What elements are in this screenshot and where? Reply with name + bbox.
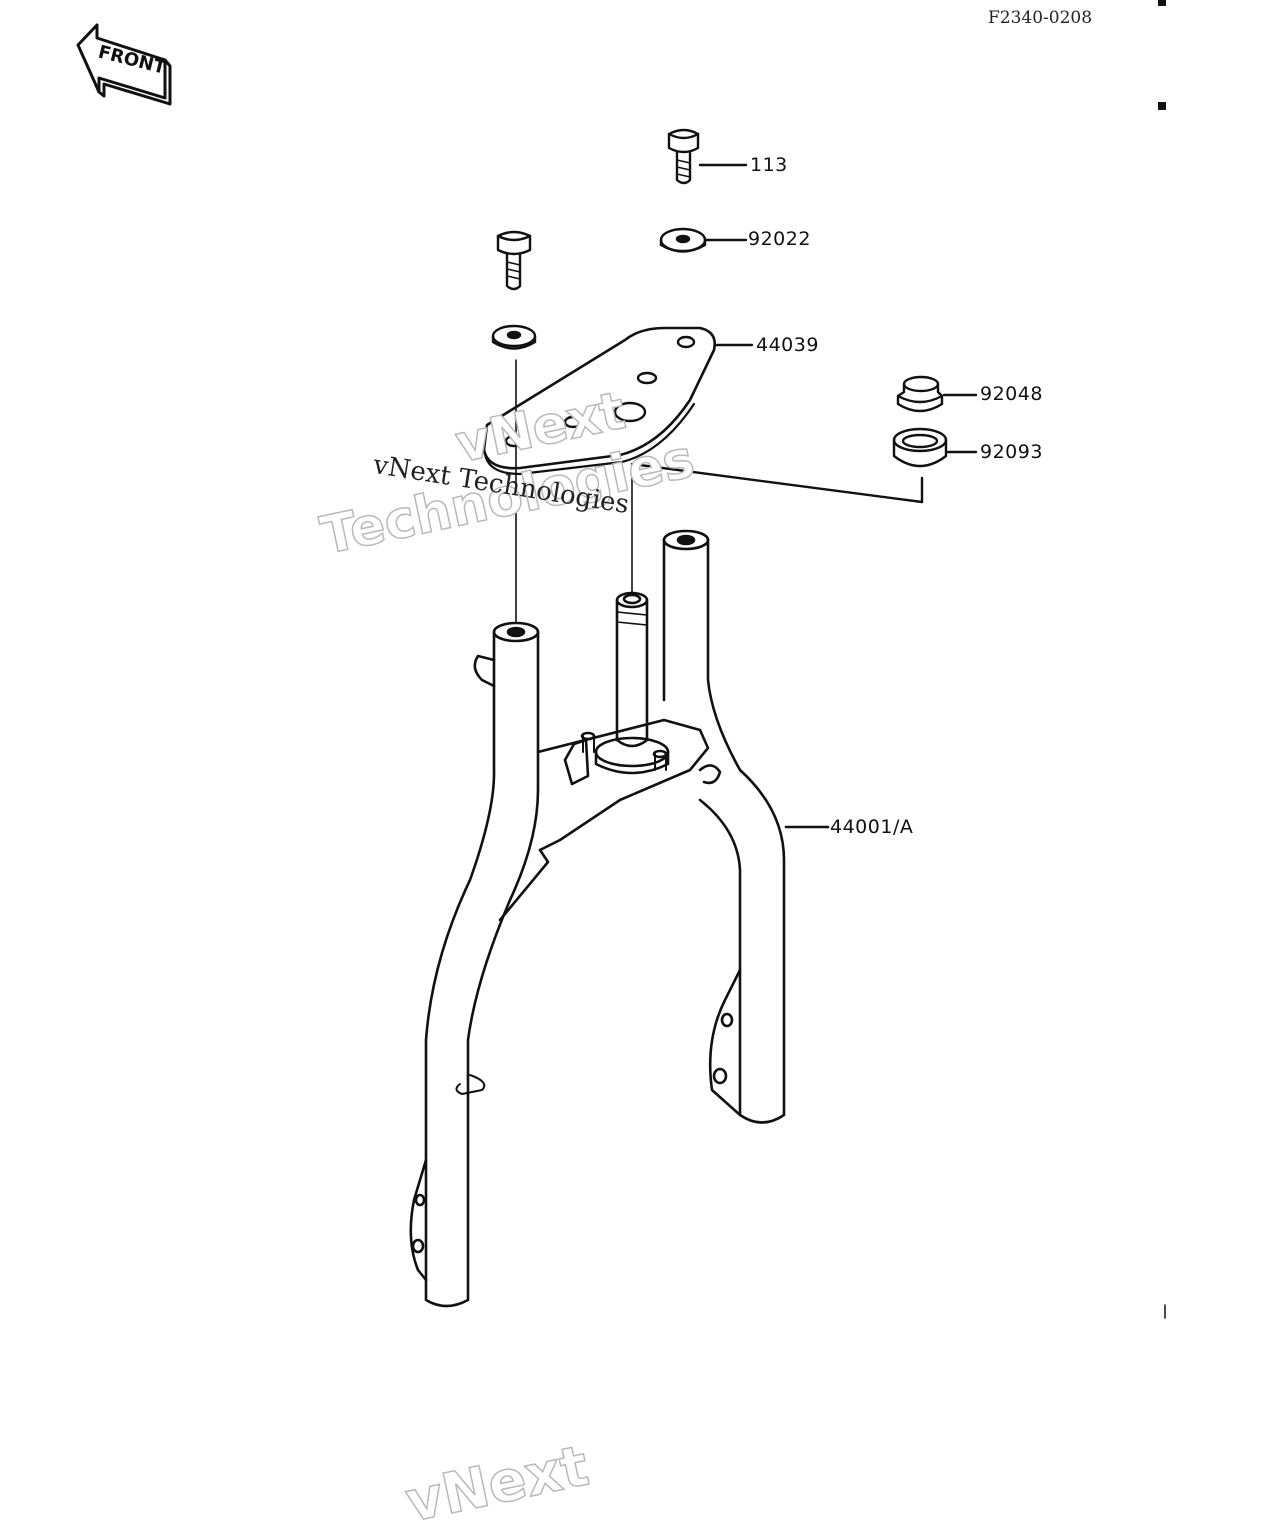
margin-mark xyxy=(1158,0,1166,6)
part-ref-113: 113 xyxy=(750,154,788,176)
part-ref-92048: 92048 xyxy=(980,383,1043,405)
fork-frame-44001-a xyxy=(409,529,830,1308)
washer-92022 xyxy=(659,227,748,253)
figure-code: F2340-0208 xyxy=(988,8,1093,28)
part-ref-92093: 92093 xyxy=(980,441,1043,463)
margin-mark xyxy=(1158,102,1166,110)
part-ref-92022: 92022 xyxy=(748,228,811,250)
part-ref-44001-a: 44001/A xyxy=(830,816,914,838)
left-bolt xyxy=(496,230,532,291)
bracket-44039 xyxy=(482,326,754,476)
front-arrow-icon: FRONT xyxy=(76,23,172,106)
cap-92048 xyxy=(896,375,978,413)
bolt-113 xyxy=(667,128,748,185)
part-ref-44039: 44039 xyxy=(756,334,819,356)
seal-92093 xyxy=(630,427,978,504)
left-washer xyxy=(491,324,537,350)
